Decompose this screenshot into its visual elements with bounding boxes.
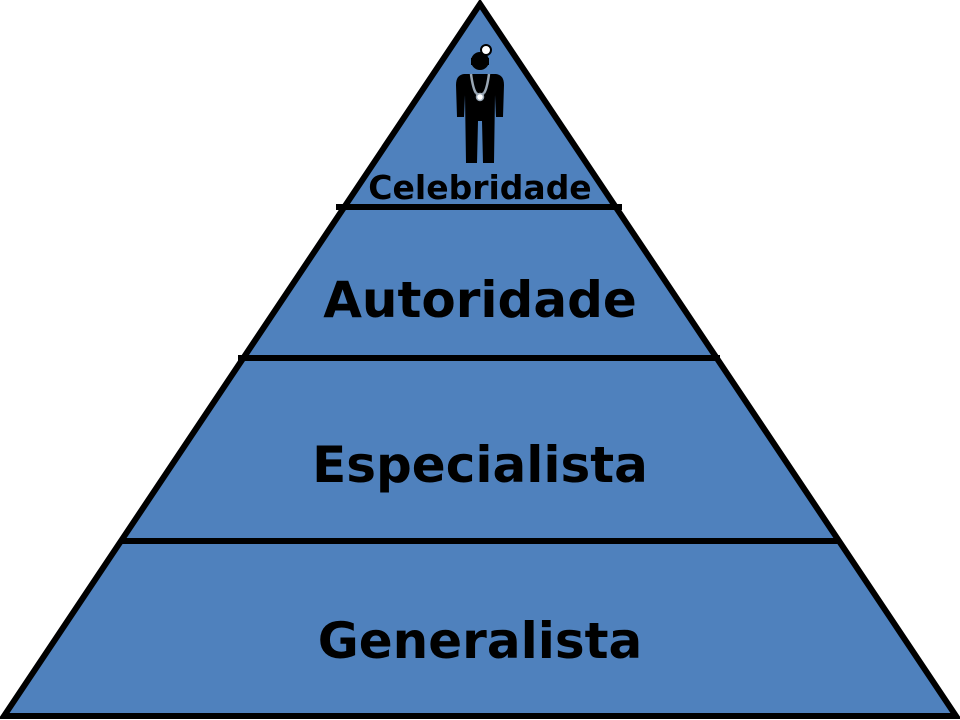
tier-label-celebridade: Celebridade [368,168,591,207]
doctor-with-stethoscope-icon [456,44,504,163]
tier-label-especialista: Especialista [312,436,648,494]
tier-label-generalista: Generalista [318,612,643,670]
tier-label-autoridade: Autoridade [323,271,637,329]
